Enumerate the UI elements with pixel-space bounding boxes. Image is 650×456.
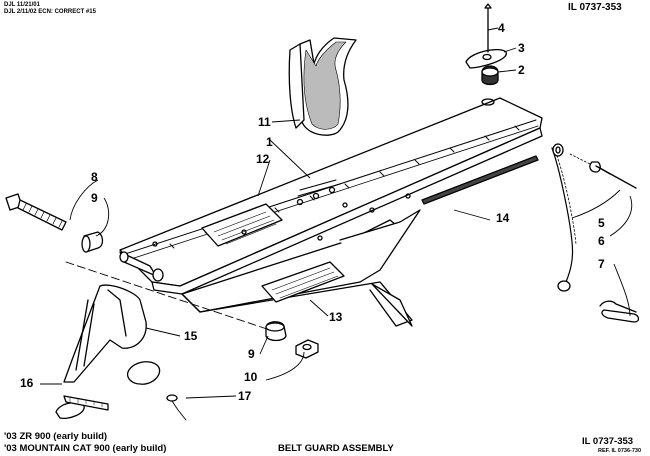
callout-4: 4 [498, 21, 505, 35]
illustration-code-top: IL 0737-353 [568, 2, 622, 13]
assembly-title: BELT GUARD ASSEMBLY [278, 443, 394, 454]
callout-13: 13 [329, 310, 343, 324]
decal-12 [201, 203, 283, 247]
hairpin-clip [599, 300, 640, 323]
revision-note-2: DJL 2/11/02 ECN: CORRECT #15 [4, 9, 96, 15]
callout-9-lower: 9 [248, 347, 255, 361]
guard-fin [339, 209, 421, 283]
callout-16: 16 [20, 376, 34, 390]
decal-13 [261, 261, 345, 303]
cable-assembly [551, 147, 574, 283]
callout-2: 2 [518, 63, 525, 77]
callout-6: 6 [598, 234, 605, 248]
model-line-2: '03 MOUNTAIN CAT 900 (early build) [4, 443, 167, 454]
callout-3: 3 [518, 41, 525, 55]
model-line-1: '03 ZR 900 (early build) [4, 431, 108, 442]
revision-note-1: DJL 11/21/01 [4, 2, 40, 8]
callout-12: 12 [256, 152, 270, 166]
callout-14: 14 [496, 211, 510, 225]
guard-plate-edge [151, 127, 543, 295]
callout-17: 17 [238, 389, 252, 403]
reference-code: REF. IL 0736-730 [598, 448, 642, 454]
rivet-4 [484, 3, 492, 53]
callout-9-upper: 9 [91, 191, 98, 205]
callout-5: 5 [598, 216, 605, 230]
callout-1: 1 [266, 135, 273, 149]
illustration-code-bottom: IL 0737-353 [582, 436, 634, 447]
pad-17 [126, 361, 161, 385]
callout-7: 7 [598, 257, 605, 271]
callout-10: 10 [244, 370, 258, 384]
mount-bracket-3 [465, 48, 507, 69]
callout-15: 15 [184, 329, 198, 343]
callout-8: 8 [91, 170, 98, 184]
callout-11: 11 [258, 115, 271, 129]
decal-14 [421, 155, 539, 205]
